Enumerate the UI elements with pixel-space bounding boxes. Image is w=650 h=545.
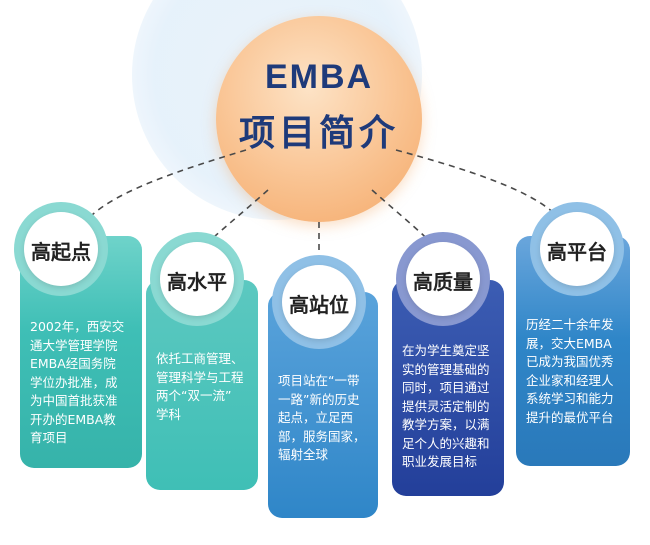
node-text-2: 依托工商管理、 管理科学与工程 两个“双一流” 学科 xyxy=(156,350,260,424)
node-text-4-line: 在为学生奠定坚 xyxy=(402,343,490,358)
node-text-1-line: 学位办批准，成 xyxy=(30,374,118,390)
node-badge-2 xyxy=(160,242,234,316)
node-text-5: 历经二十余年发 展，交大EMBA 已成为我国优秀 企业家和经理人 系统学习和能力… xyxy=(526,316,630,427)
node-text-3-line: 部，服务国家， xyxy=(278,428,366,444)
node-text-2-line: 依托工商管理、 xyxy=(156,351,244,366)
node-text-5-line: 企业家和经理人 xyxy=(526,372,614,388)
node-text-2-line: 学科 xyxy=(156,406,182,422)
node-text-5-line: 展，交大EMBA xyxy=(526,335,612,351)
node-text-4-line: 提供灵活定制的 xyxy=(402,398,490,414)
node-text-1-line: 通大学管理学院 xyxy=(30,337,118,353)
node-badge-1 xyxy=(24,212,98,286)
center-subtitle: 项目简介 xyxy=(238,113,399,154)
center-circle xyxy=(216,16,422,222)
node-label-2: 高水平 xyxy=(167,270,227,294)
node-text-3-line: 项目站在“一带 xyxy=(278,373,360,388)
node-label-4: 高质量 xyxy=(413,270,473,294)
node-badge-4 xyxy=(406,242,480,316)
node-label-1: 高起点 xyxy=(31,240,91,264)
connector-5 xyxy=(395,149,557,216)
node-text-5-line: 历经二十余年发 xyxy=(526,317,614,332)
node-badge-3 xyxy=(282,265,356,339)
node-text-4-line: 实的管理基础的 xyxy=(402,361,490,377)
node-text-4-line: 同时，项目通过 xyxy=(402,380,490,395)
connector-1 xyxy=(91,149,247,216)
node-text-4-line: 教学方案，以满 xyxy=(402,417,490,432)
node-label-5: 高平台 xyxy=(547,240,607,264)
node-text-1-line: EMBA经国务院 xyxy=(30,356,116,371)
node-text-1-line: 开办的EMBA教 xyxy=(30,411,116,427)
node-text-2-line: 管理科学与工程 xyxy=(156,369,244,385)
node-text-4: 在为学生奠定坚 实的管理基础的 同时，项目通过 提供灵活定制的 教学方案，以满 … xyxy=(402,342,504,472)
node-text-4-line: 职业发展目标 xyxy=(402,454,478,469)
node-text-5-line: 提升的最优平台 xyxy=(526,409,614,425)
center-title: EMBA xyxy=(264,58,374,96)
node-badge-5 xyxy=(540,212,614,286)
node-text-5-line: 系统学习和能力 xyxy=(526,391,614,406)
node-text-1-line: 为中国首批获准 xyxy=(30,393,118,408)
node-label-3: 高站位 xyxy=(289,293,349,317)
node-text-1-line: 2002年，西安交 xyxy=(30,319,125,334)
node-text-3-line: 辐射全球 xyxy=(278,447,329,462)
node-text-3-line: 一路”新的历史 xyxy=(278,391,360,407)
node-text-5-line: 已成为我国优秀 xyxy=(526,354,614,369)
node-text-3: 项目站在“一带 一路”新的历史 起点，立足西 部，服务国家， 辐射全球 xyxy=(278,372,378,465)
node-text-1-line: 育项目 xyxy=(30,430,68,445)
node-text-1: 2002年，西安交 通大学管理学院 EMBA经国务院 学位办批准，成 为中国首批… xyxy=(30,318,140,448)
node-text-2-line: 两个“双一流” xyxy=(156,388,232,403)
node-text-3-line: 起点，立足西 xyxy=(278,410,354,425)
node-text-4-line: 足个人的兴趣和 xyxy=(402,435,490,451)
